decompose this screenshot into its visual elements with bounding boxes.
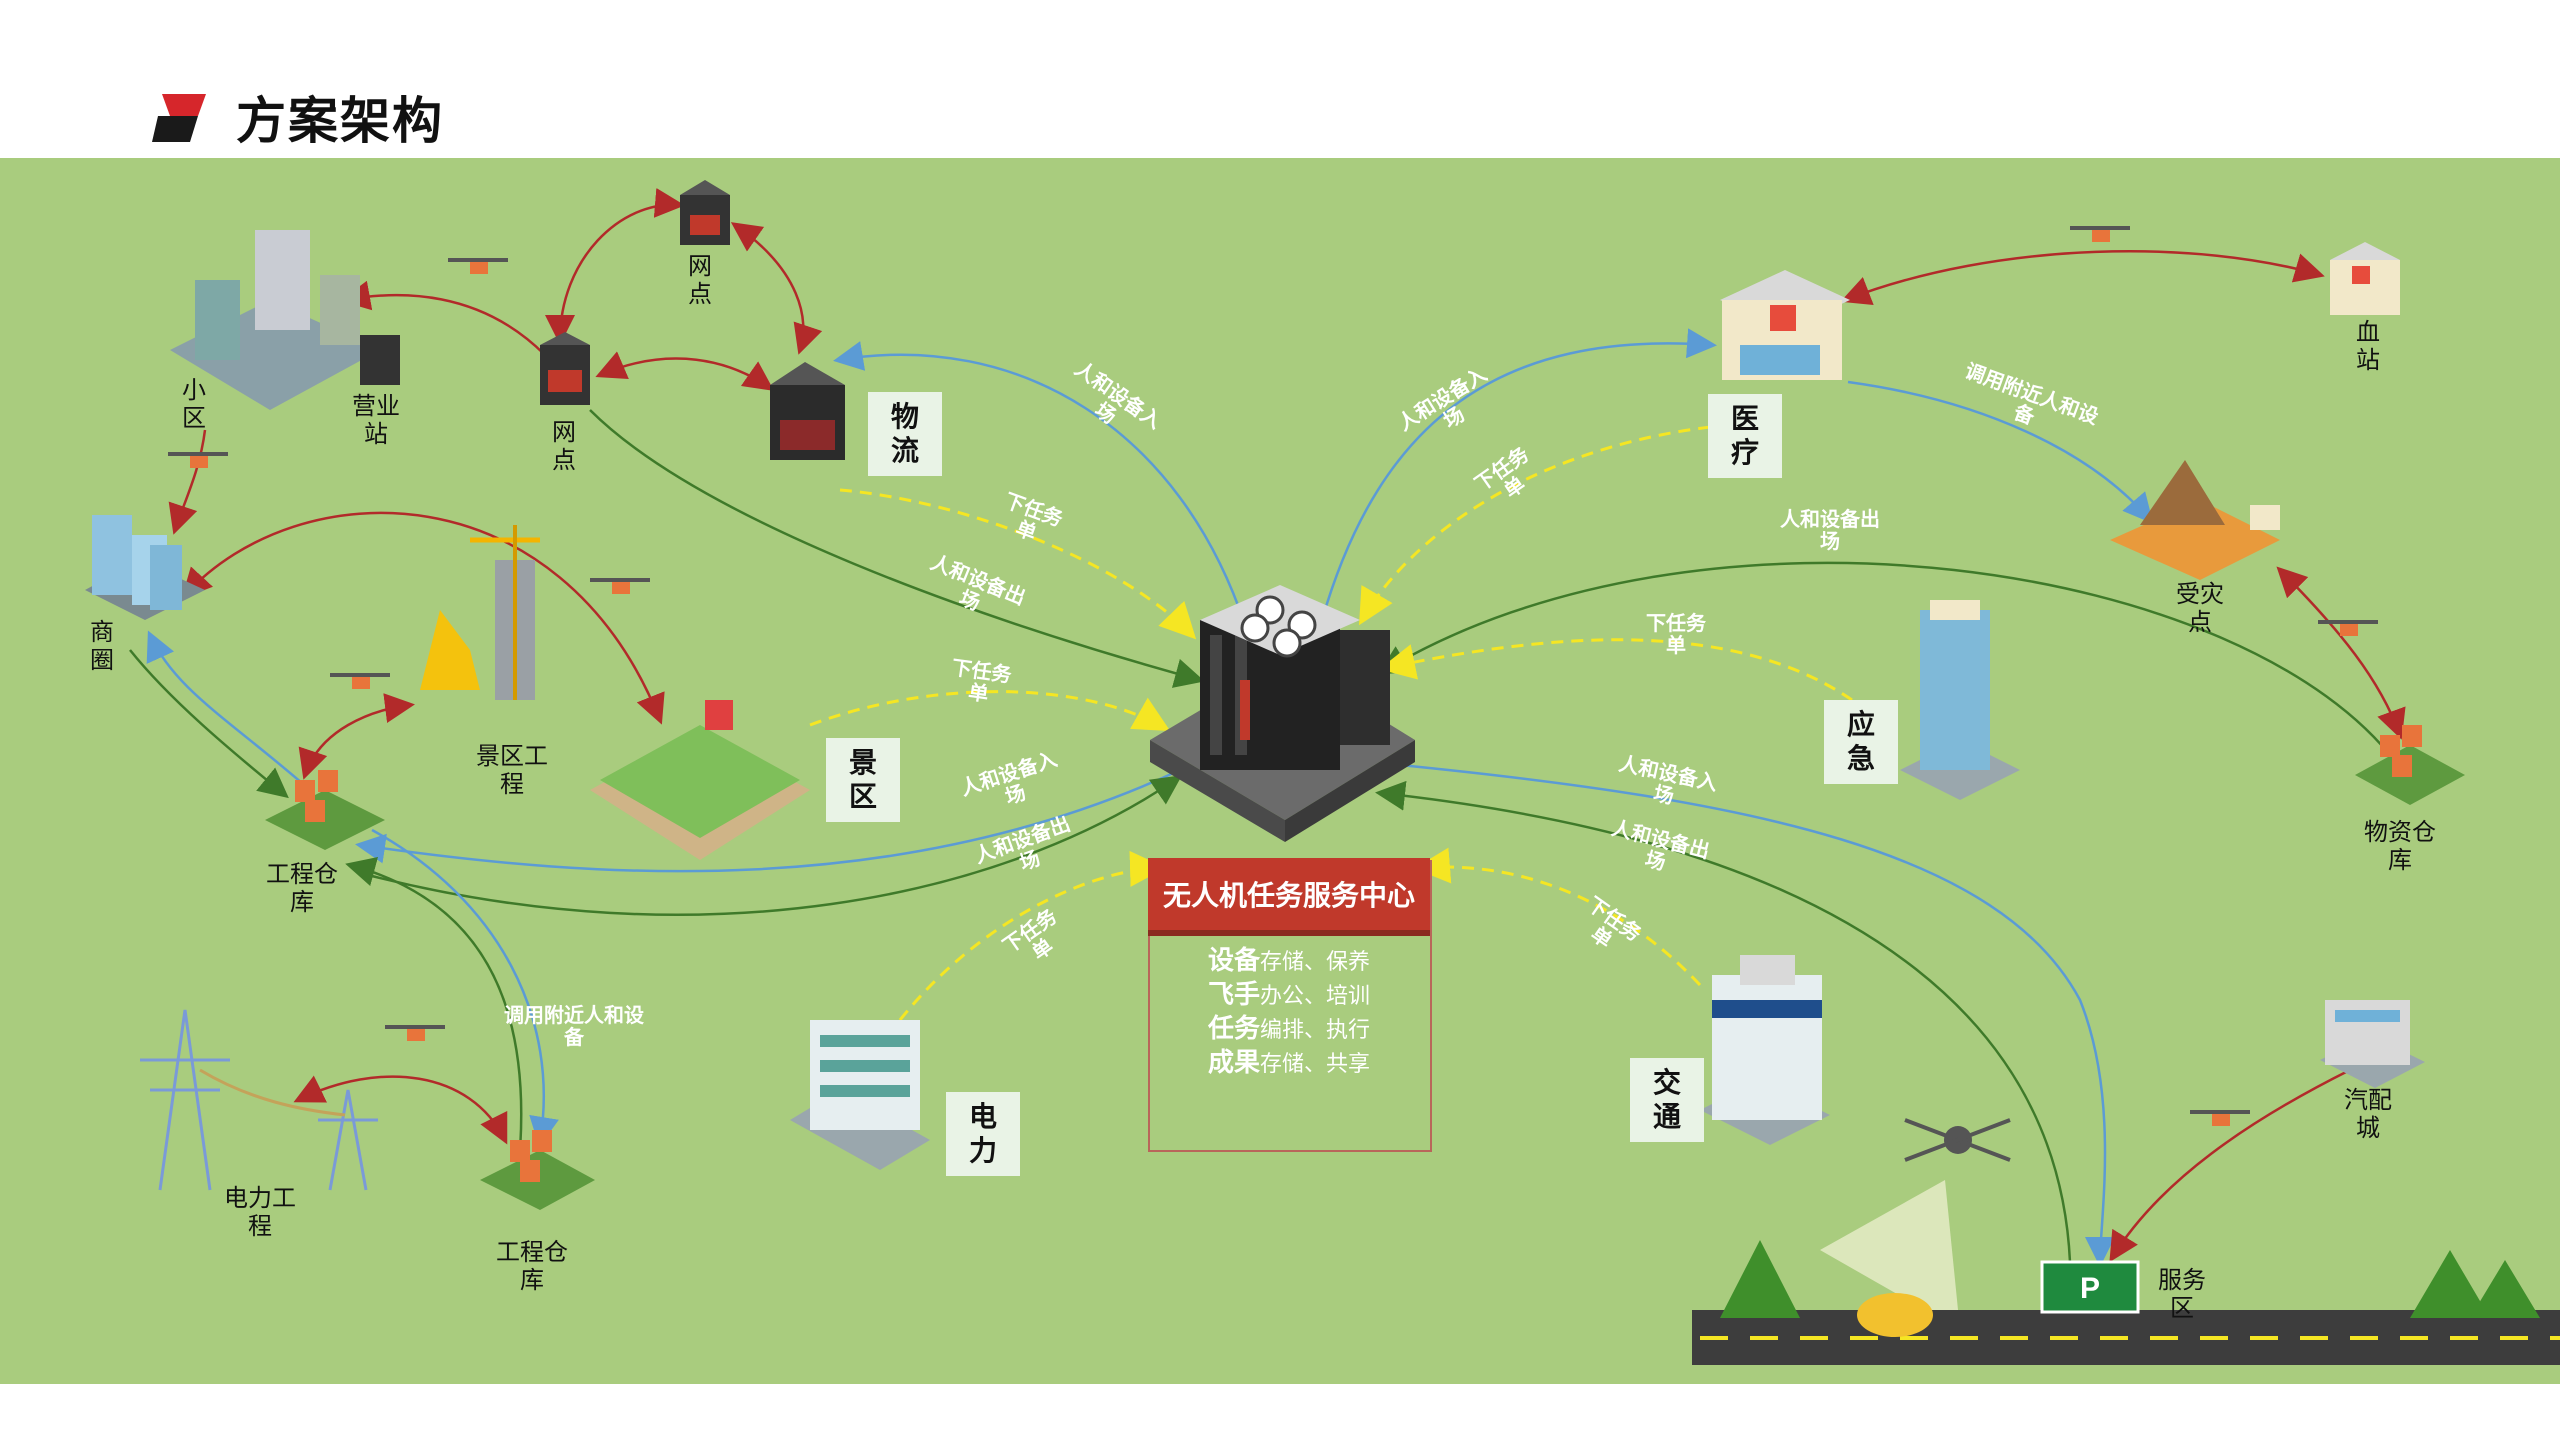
tag-yingji: 应 急 [1824,700,1898,784]
arrow-fuwuqu-out [1375,780,2072,1263]
route-qipei-fuwuqu [2109,1068,2351,1263]
svg-text:P: P [2080,1272,2100,1305]
route-wangdian-wuliu [595,351,775,391]
service-center-lines: 设备存储、保养 飞手办公、培训 任务编排、执行 成果存储、共享 [1148,945,1430,1081]
wangdian-top-icon [680,180,730,245]
arrow-fuwuqu-in [1399,763,2116,1267]
label-fuwuqu: 服务 区 [2158,1266,2206,1322]
task-yiliao [1358,423,1731,626]
arrow-label-cangku-dispatch: 调用附近人和设 备 [504,1003,644,1049]
arrow-shangquan-cangku [146,630,311,791]
label-xiaoqu: 小 区 [182,376,206,432]
service-center-building-icon [1150,585,1415,842]
arrow-yiliao-in [1320,328,1717,621]
xuezhan-icon [2330,242,2400,315]
route-yiliao-xuezhan [1840,250,2325,305]
patrol-drone-icon [1820,1118,2011,1330]
task-jiaotong [1414,847,1702,987]
task-dianli [898,850,1166,1021]
arrow-label-yingji-task: 下任务 单 [1646,611,1706,657]
route-jingqu-cangku [298,693,415,780]
shangquan-buildings-icon [85,515,205,620]
service-center-title: 无人机任务服务中心 [1148,858,1430,930]
xiaoqu-buildings-icon [170,230,400,410]
task-wuliu [839,488,1197,640]
service-center-line: 任务编排、执行 [1207,1014,1371,1044]
label-xuezhan: 血 站 [2356,318,2380,374]
page-title: 方案架构 [236,92,444,150]
gongcheng-cangku-2-icon [480,1130,595,1210]
arrow-shangquan-cangku-green [129,649,289,799]
logo-icon [152,94,206,142]
header: 方案架构 [148,82,444,152]
drone-icon [330,673,390,689]
label-gongcheng-cangku-2: 工程仓 库 [496,1238,568,1294]
label-wangdian-top: 网 点 [688,252,712,308]
arrow-wuliu-in [833,341,1247,626]
drone-icon [448,258,508,274]
drone-icon [385,1025,445,1041]
drone-icons [168,226,2378,1126]
road-icon [1692,1240,2560,1365]
dianli-building-icon [790,1020,930,1170]
label-shangquan: 商 圈 [90,618,114,674]
label-qipeicheng: 汽配 城 [2344,1086,2392,1142]
route-dianli-cangku [293,1075,508,1145]
label-wuzi-cangku: 物资仓 库 [2364,818,2436,874]
route-wangdian-loop-2 [730,222,823,355]
arrow-label-wuzi-out: 人和设备出 场 [1780,507,1880,553]
service-area-sign-icon: P [2040,1260,2140,1314]
yingji-building-icon [1900,600,2020,800]
label-yingyezhan: 营业 站 [352,392,400,448]
tag-wuliu: 物 流 [868,392,942,476]
arrow-cangku-out [367,775,1183,916]
power-tower-icon [140,1009,378,1191]
label-jingqu-gongcheng: 景区工 程 [476,742,548,798]
tag-jingqu: 景 区 [826,738,900,822]
wangdian-mid-icon [540,332,590,405]
arrow-cangku-dispatch [371,828,559,1147]
drone-icon [168,452,228,468]
drone-icon [2318,620,2378,636]
jingqu-construction-icon [420,525,540,700]
service-center-line: 设备存储、保养 [1207,946,1371,976]
qipeicheng-icon [2320,1000,2425,1088]
arrow-cangku2-cangku1 [345,857,523,1151]
task-yingji [1379,638,1853,702]
drone-icon [2190,1110,2250,1126]
shouzaidian-icon [2110,460,2280,580]
route-xiaoqu-shangquan [168,429,207,535]
arrow-label-jingqu-task: 下任务 单 [950,655,1013,707]
arrow-yiliao-dispatch [1847,380,2154,524]
route-wangdian-xiaoqu [340,280,546,356]
arrow-wangdian-out [589,409,1205,688]
arrow-cangku-in [355,768,1181,873]
wuzi-cangku-icon [2355,725,2465,805]
yiliao-hospital-icon [1720,270,1850,380]
label-wangdian-mid: 网 点 [552,418,576,474]
tag-dianli: 电 力 [946,1092,1020,1176]
route-wangdian-loop-1 [545,188,685,345]
tag-yiliao: 医 疗 [1708,394,1782,478]
drone-icon [590,578,650,594]
jingqu-park-icon [590,700,810,860]
service-center-line: 飞手办公、培训 [1207,980,1371,1010]
tag-jiaotong: 交 通 [1630,1058,1704,1142]
drone-icon [2070,226,2130,242]
jiaotong-police-building-icon [1700,955,1830,1145]
wuliu-building-icon [770,362,845,460]
route-shouzaidian-wuzi [2276,566,2406,740]
task-jingqu [809,690,1171,731]
service-center-line: 成果存储、共享 [1207,1048,1371,1078]
label-dianli-gongcheng: 电力工 程 [224,1184,296,1240]
label-shouzaidian: 受灾 点 [2176,580,2224,636]
gongcheng-cangku-1-icon [265,770,385,850]
label-gongcheng-cangku-1: 工程仓 库 [266,860,338,916]
route-shangquan-jingqu [181,511,665,725]
